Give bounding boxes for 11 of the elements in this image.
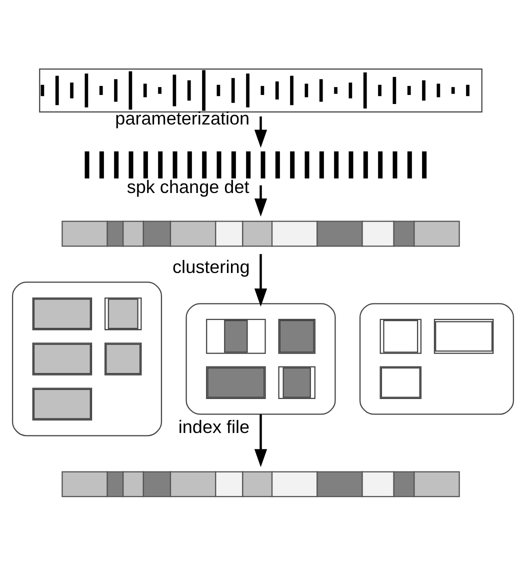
node-box <box>186 303 336 415</box>
edge-label: spk change det <box>126 176 250 197</box>
edge-label: clustering <box>172 256 250 277</box>
edge-label: index file <box>178 416 250 437</box>
node-box <box>359 303 514 415</box>
arrow <box>254 414 268 468</box>
arrow <box>254 185 268 217</box>
edge-label: parameterization <box>115 108 250 128</box>
node-box <box>12 282 162 436</box>
arrow <box>254 254 268 307</box>
arrow <box>254 116 268 148</box>
